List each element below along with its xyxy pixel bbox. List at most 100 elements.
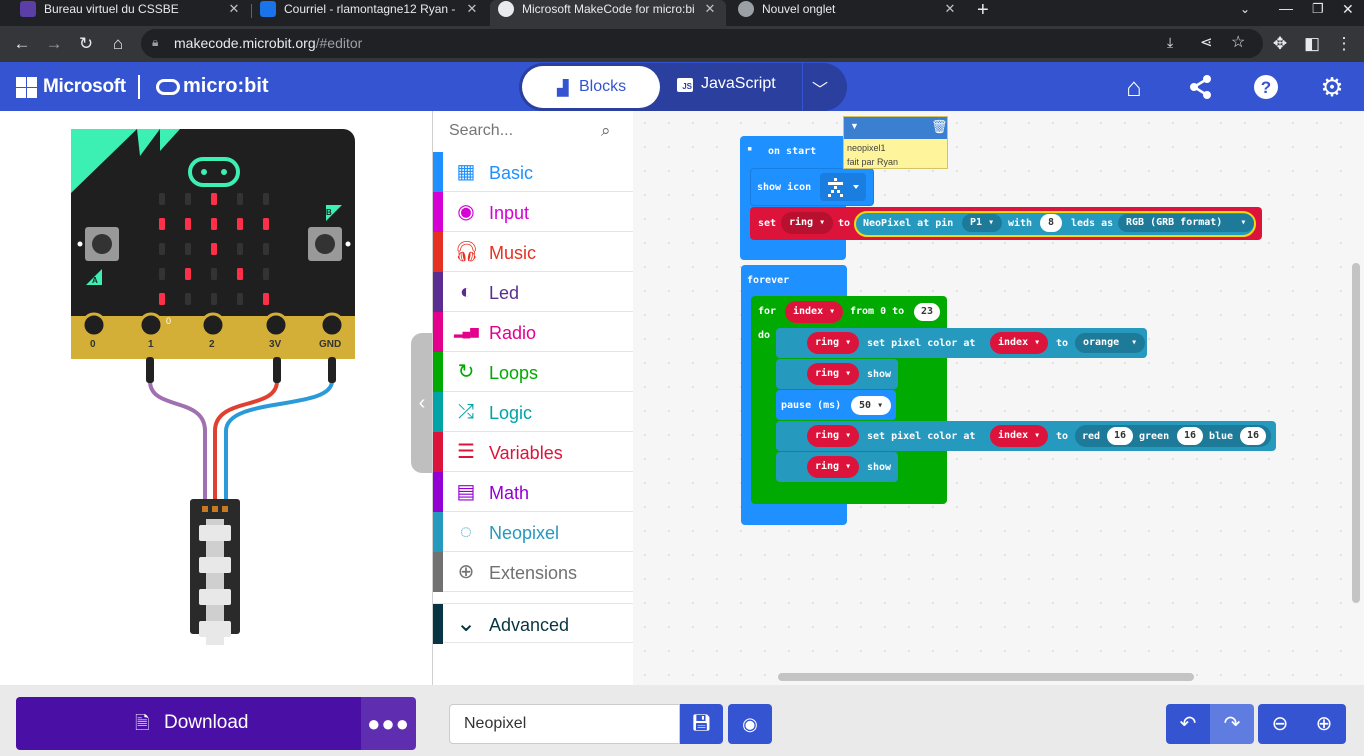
pin-label: 3V xyxy=(269,339,282,350)
search-icon[interactable]: ⌕ xyxy=(601,121,611,140)
led-pixel xyxy=(211,193,217,205)
ring-variable-dropdown[interactable]: ring ▾ xyxy=(807,456,860,478)
microsoft-brand[interactable]: Microsoft xyxy=(43,76,126,97)
help-icon[interactable]: ? xyxy=(1250,71,1282,103)
microbit-simulator[interactable]: A B 0 xyxy=(0,111,432,685)
reload-icon[interactable]: ↻ xyxy=(78,34,94,53)
pin-hole[interactable] xyxy=(319,312,345,338)
simulator-panel: A B 0 0 1 2 3V GND xyxy=(0,111,432,685)
category-extensions[interactable]: ⊕Extensions xyxy=(433,552,633,592)
index-variable-dropdown[interactable]: index ▾ xyxy=(990,425,1049,447)
redo-button[interactable]: ↷ xyxy=(1210,704,1254,744)
category-neopixel[interactable]: ◌Neopixel xyxy=(433,512,633,552)
comment-icon[interactable]: ▪ xyxy=(747,144,753,154)
pin-hole[interactable] xyxy=(263,312,289,338)
side-panel-icon[interactable]: ◧ xyxy=(1303,34,1321,53)
ring-label: ring xyxy=(815,430,840,441)
collapse-simulator-chevron-icon[interactable]: ‹ xyxy=(411,333,433,473)
tab-search-chevron-icon[interactable]: ⌄ xyxy=(1240,2,1251,16)
blue-value-input[interactable]: 16 xyxy=(1240,427,1266,445)
forward-arrow-icon[interactable]: → xyxy=(45,34,63,53)
github-button[interactable]: ◉ xyxy=(728,704,772,744)
browser-tab[interactable]: Courriel - rlamontagne12 Ryan - ✕ xyxy=(252,0,488,26)
forever-label: forever xyxy=(747,275,790,286)
led-count-input[interactable]: 8 xyxy=(1040,214,1062,232)
close-tab-icon[interactable]: ✕ xyxy=(944,1,956,16)
index-variable-dropdown[interactable]: index ▾ xyxy=(785,301,844,323)
microbit-brand[interactable]: micro:bit xyxy=(183,75,269,97)
trash-icon[interactable]: 🗑︎ xyxy=(931,119,948,134)
zoom-in-button[interactable]: ⊕ xyxy=(1302,704,1346,744)
mode-dropdown[interactable]: RGB (GRB format) ▾ xyxy=(1118,214,1255,232)
red-value-input[interactable]: 16 xyxy=(1107,427,1133,445)
pin-hole[interactable] xyxy=(200,312,226,338)
pause-duration-dropdown[interactable]: 50 ▾ xyxy=(851,396,892,415)
vertical-scrollbar[interactable] xyxy=(1352,263,1360,603)
chrome-menu-icon[interactable]: ⋮ xyxy=(1335,34,1353,53)
new-tab-icon[interactable]: + xyxy=(977,0,989,21)
green-value-input[interactable]: 16 xyxy=(1177,427,1203,445)
block-comment[interactable]: ▼ 🗑︎ neopixel1 fait par Ryan xyxy=(843,116,948,169)
home-icon[interactable]: ⌂ xyxy=(112,34,124,53)
extensions-puzzle-icon[interactable]: ✥ xyxy=(1272,34,1288,53)
chevron-down-icon[interactable]: ▼ xyxy=(850,121,859,131)
gear-icon[interactable]: ⚙ xyxy=(1320,72,1344,102)
redo-icon: ↷ xyxy=(1223,713,1241,735)
microbit-logo-icon[interactable] xyxy=(156,79,180,95)
browser-tab[interactable]: Bureau virtuel du CSSBE ✕ xyxy=(12,0,250,26)
microsoft-logo-icon[interactable] xyxy=(16,77,37,98)
category-led[interactable]: ◐Led xyxy=(433,272,633,312)
category-logic[interactable]: ⤮Logic xyxy=(433,392,633,432)
close-tab-icon[interactable]: ✕ xyxy=(466,1,478,16)
tab-title: Bureau virtuel du CSSBE xyxy=(44,2,179,16)
install-app-icon[interactable]: ⤓ xyxy=(1167,34,1174,50)
loop-end-input[interactable]: 23 xyxy=(914,303,940,321)
pin-hole[interactable] xyxy=(138,312,164,338)
address-bar[interactable]: 🔒︎ makecode.microbit.org/#editor ⤓ ⋖ ☆ xyxy=(141,29,1263,58)
horizontal-scrollbar[interactable] xyxy=(778,673,1194,681)
share-icon[interactable] xyxy=(1185,71,1217,103)
download-button[interactable]: 🗎︎ Download xyxy=(16,697,361,750)
category-color-bar xyxy=(433,312,443,352)
category-basic[interactable]: ▦Basic xyxy=(433,152,633,192)
ring-variable-dropdown[interactable]: ring ▾ xyxy=(807,332,860,354)
search-input[interactable] xyxy=(449,122,599,140)
close-tab-icon[interactable]: ✕ xyxy=(704,1,716,16)
category-input[interactable]: ◉Input xyxy=(433,192,633,232)
category-loops[interactable]: ↻Loops xyxy=(433,352,633,392)
close-window-icon[interactable]: ✕ xyxy=(1342,1,1354,17)
browser-tab[interactable]: Nouvel onglet ✕ xyxy=(730,0,966,26)
back-arrow-icon[interactable]: ← xyxy=(13,34,31,53)
icon-picker-dropdown[interactable] xyxy=(820,173,866,201)
restore-window-icon[interactable]: ❐ xyxy=(1312,1,1324,16)
index-variable-dropdown[interactable]: index ▾ xyxy=(990,332,1049,354)
ring-variable-dropdown[interactable]: ring ▾ xyxy=(807,425,860,447)
category-variables[interactable]: ☰Variables xyxy=(433,432,633,472)
category-label: Logic xyxy=(489,403,533,423)
color-dropdown[interactable]: orange ▾ xyxy=(1075,333,1146,353)
zoom-out-button[interactable]: ⊖ xyxy=(1258,704,1302,744)
editor-dropdown-chevron-icon[interactable]: ﹀ xyxy=(811,82,828,99)
undo-button[interactable]: ↶ xyxy=(1166,704,1210,744)
category-advanced[interactable]: ⌄Advanced xyxy=(433,603,633,644)
zoom-out-icon: ⊖ xyxy=(1271,713,1289,735)
blocks-button[interactable]: ▟ Blocks xyxy=(522,66,660,108)
home-icon[interactable]: ⌂ xyxy=(1126,72,1142,102)
minimize-window-icon[interactable]: — xyxy=(1279,0,1293,16)
category-math[interactable]: ▤Math xyxy=(433,472,633,512)
close-tab-icon[interactable]: ✕ xyxy=(228,1,240,16)
ring-variable-dropdown[interactable]: ring ▾ xyxy=(807,363,860,385)
category-music[interactable]: 🎧︎Music xyxy=(433,232,633,272)
variable-dropdown[interactable]: ring ▾ xyxy=(781,212,834,234)
category-label: Advanced xyxy=(489,615,570,635)
project-name-input[interactable]: Neopixel xyxy=(449,704,680,744)
category-radio[interactable]: ▂▄▆Radio xyxy=(433,312,633,352)
more-options-button[interactable]: ●●● xyxy=(361,697,416,750)
browser-tab-active[interactable]: Microsoft MakeCode for micro:bi ✕ xyxy=(490,0,726,26)
pin-hole[interactable] xyxy=(81,312,107,338)
bookmark-star-icon[interactable]: ☆ xyxy=(1231,34,1246,51)
save-button[interactable]: 💾︎ xyxy=(680,704,723,744)
pin-dropdown[interactable]: P1 ▾ xyxy=(962,214,1003,232)
share-icon[interactable]: ⋖ xyxy=(1200,34,1213,51)
